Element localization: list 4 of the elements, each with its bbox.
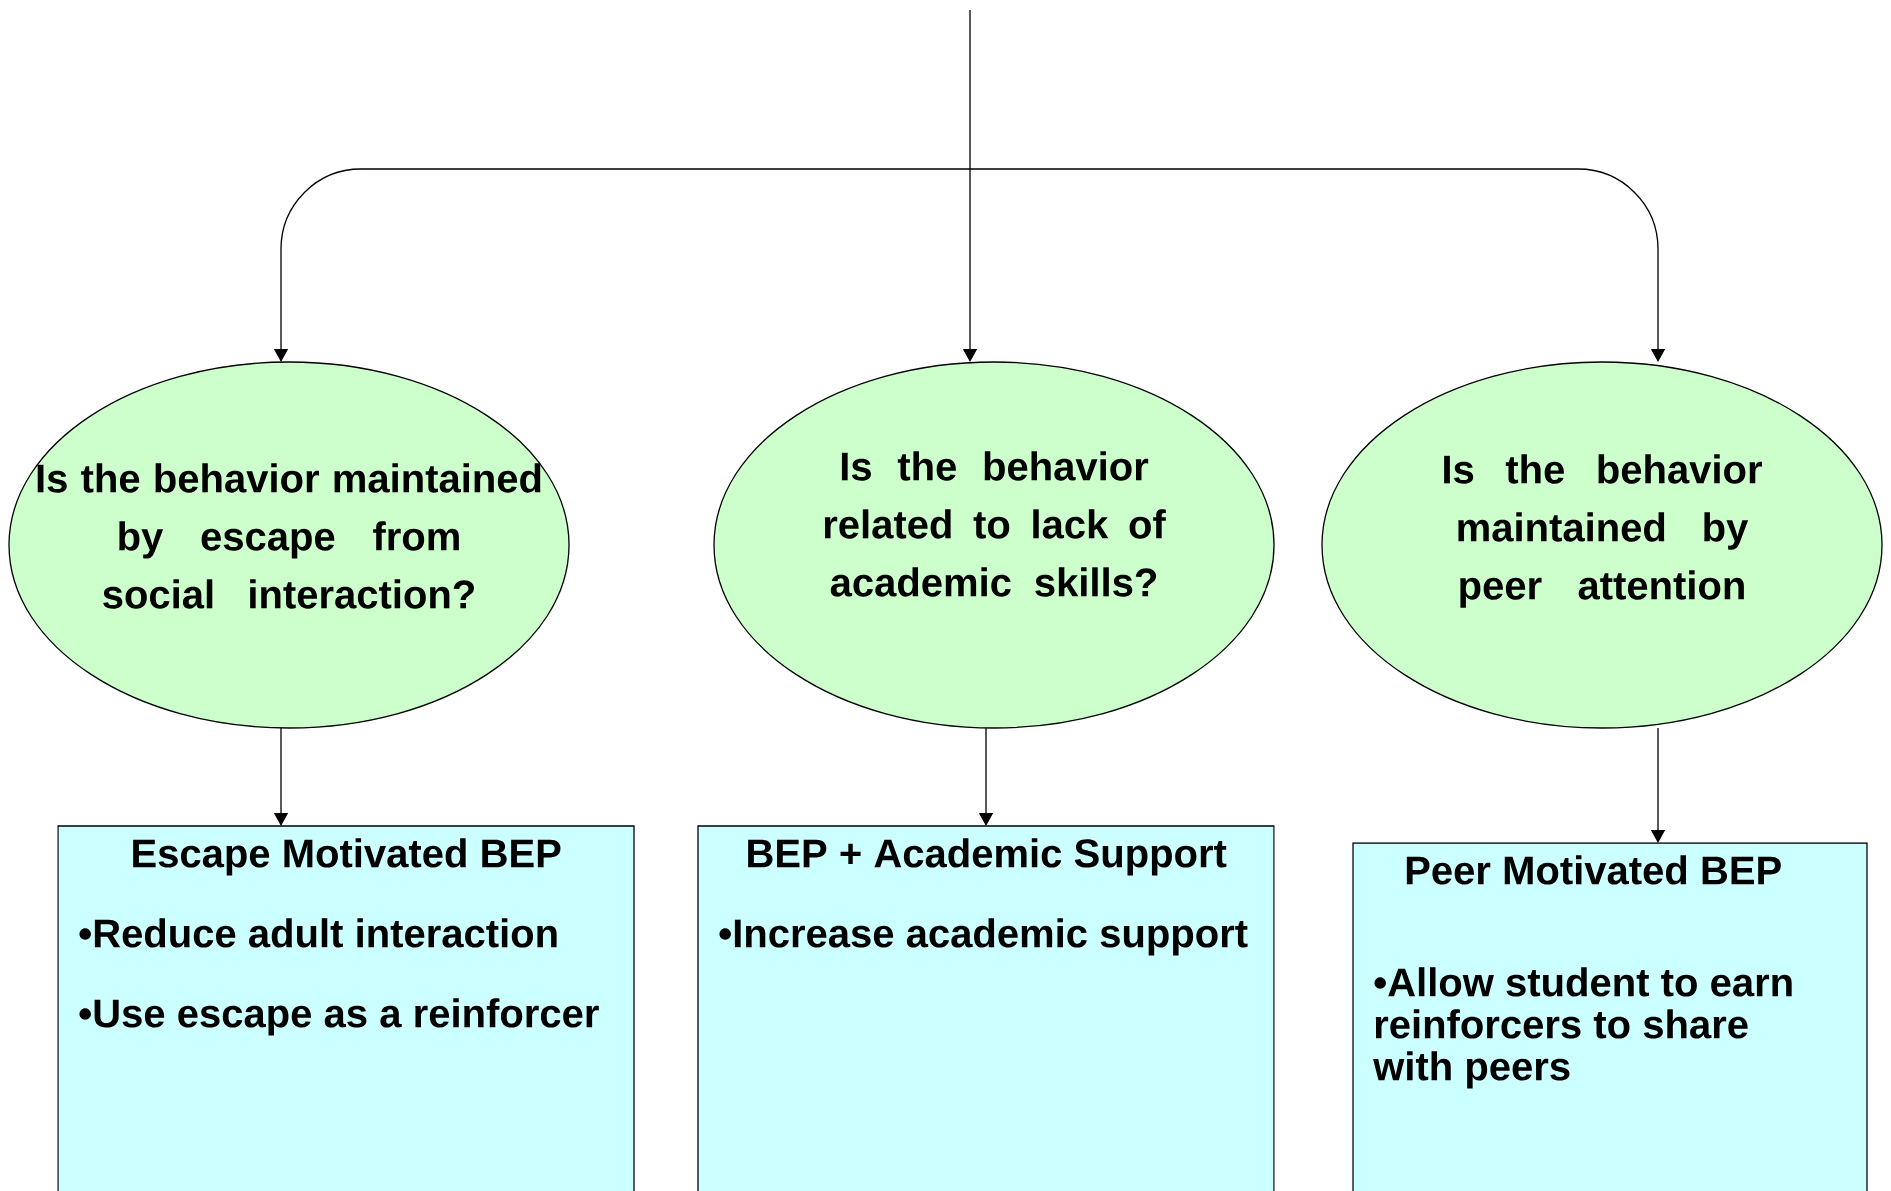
result-box: BEP + Academic Support •Increase academic support	[697, 825, 1275, 1191]
result-box: Peer Motivated BEP •Allow student to earn reinforcers to share with peers	[1352, 842, 1868, 1191]
arrow	[969, 168, 1666, 362]
result-box: Escape Motivated BEP •Reduce adult interaction •Use escape as a reinforcer	[57, 825, 635, 1191]
